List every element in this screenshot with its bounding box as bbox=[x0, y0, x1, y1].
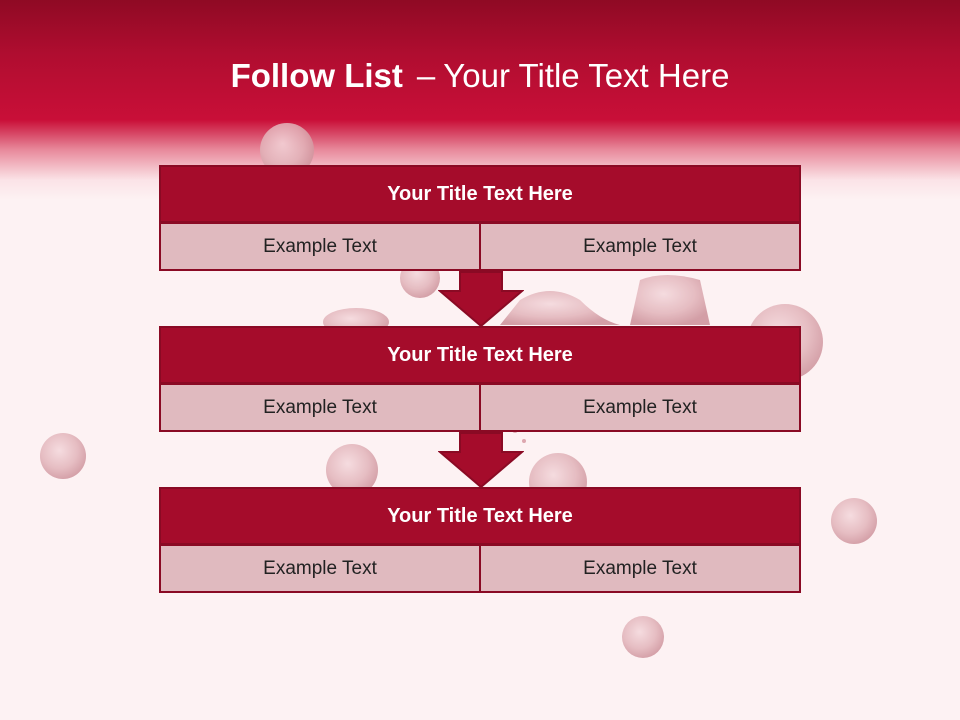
block-right-cell: Example Text bbox=[479, 222, 801, 271]
block-right-cell: Example Text bbox=[479, 544, 801, 593]
block-left-cell: Example Text bbox=[159, 383, 481, 432]
title-dash: – bbox=[416, 57, 436, 94]
page-title: Follow List–Your Title Text Here bbox=[0, 54, 960, 98]
list-block-2: Your Title Text Here Example Text Exampl… bbox=[159, 326, 801, 432]
down-arrow-icon bbox=[438, 432, 524, 488]
block-left-cell: Example Text bbox=[159, 222, 481, 271]
list-block-1: Your Title Text Here Example Text Exampl… bbox=[159, 165, 801, 271]
block-heading: Your Title Text Here bbox=[159, 326, 801, 384]
list-block-3: Your Title Text Here Example Text Exampl… bbox=[159, 487, 801, 593]
title-rest: Your Title Text Here bbox=[443, 57, 730, 94]
block-heading: Your Title Text Here bbox=[159, 487, 801, 545]
block-heading: Your Title Text Here bbox=[159, 165, 801, 223]
block-left-cell: Example Text bbox=[159, 544, 481, 593]
block-right-cell: Example Text bbox=[479, 383, 801, 432]
down-arrow-icon bbox=[438, 271, 524, 327]
title-bold: Follow List bbox=[230, 57, 403, 94]
